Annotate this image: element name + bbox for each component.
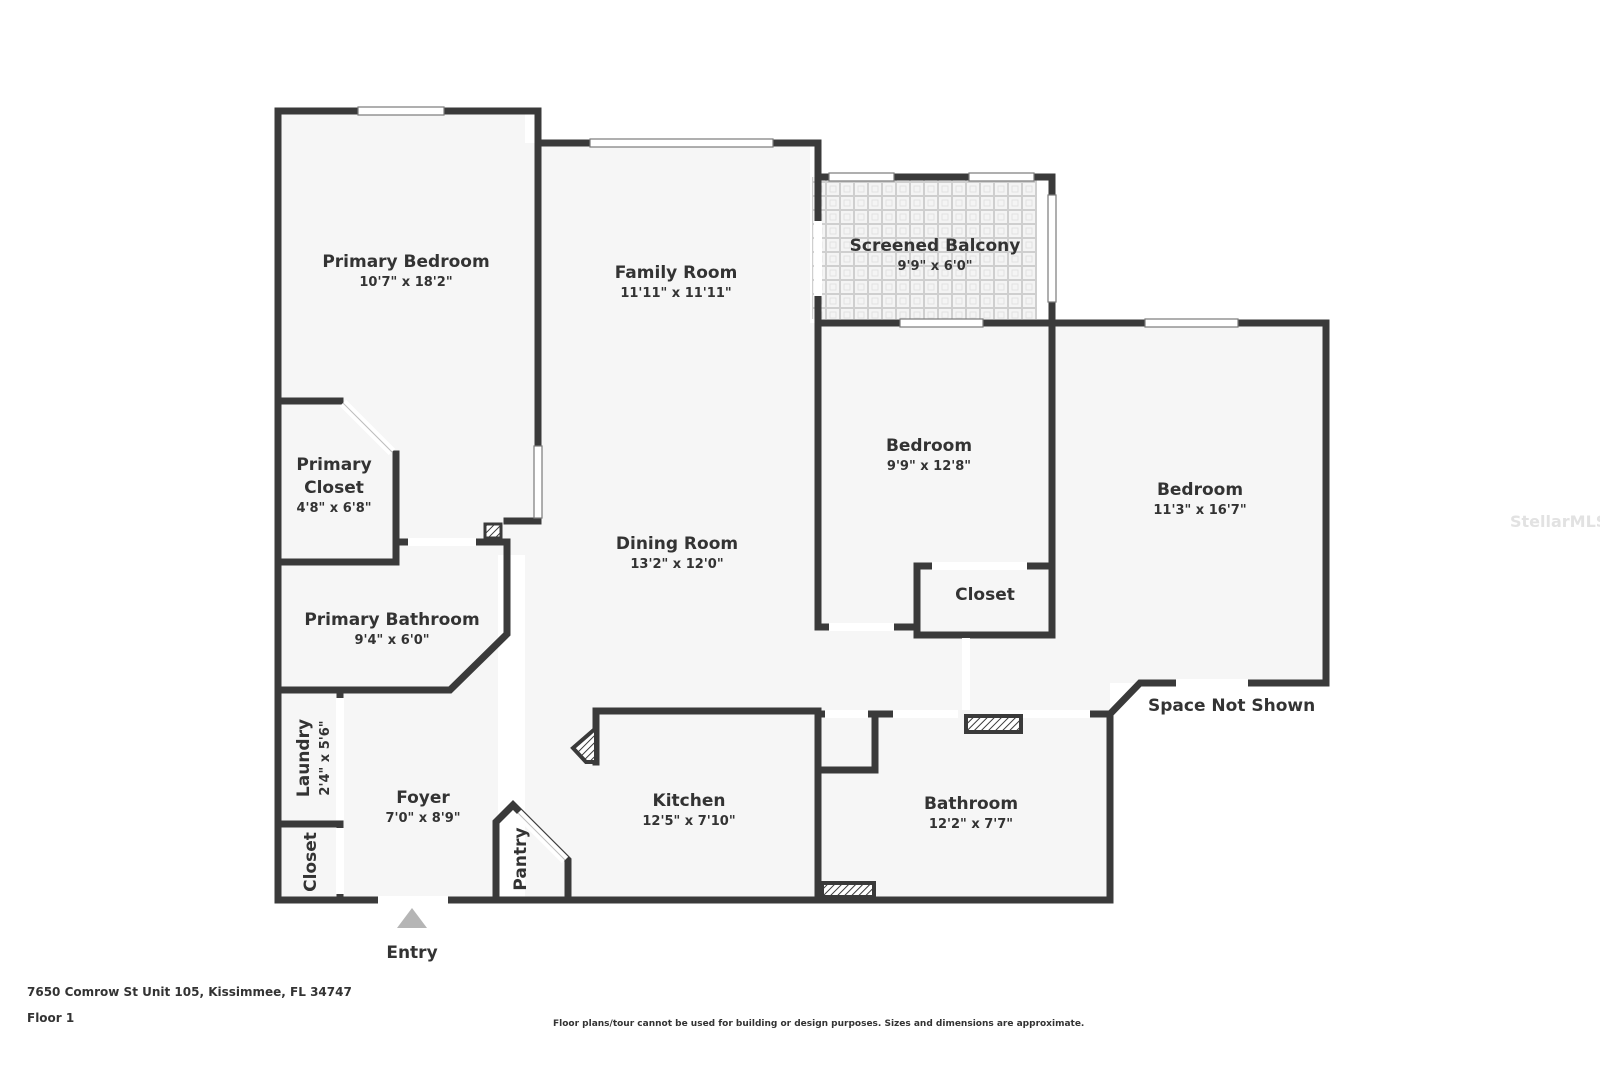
room-bedroom-3: Bedroom 11'3" x 16'7" (1153, 480, 1246, 518)
room-dining-room: Dining Room 13'2" x 12'0" (616, 534, 738, 572)
room-name-line1: Primary (296, 455, 371, 475)
room-name: Dining Room (616, 534, 738, 554)
room-dimensions: 7'0" x 8'9" (385, 811, 460, 826)
room-name: Kitchen (653, 791, 726, 811)
room-name: Primary Bathroom (304, 610, 479, 630)
room-dimensions: 13'2" x 12'0" (630, 557, 723, 572)
room-name: Foyer (396, 788, 450, 808)
room-name: Closet (955, 585, 1015, 605)
room-name-line2: Closet (304, 478, 364, 498)
room-primary-bathroom: Primary Bathroom 9'4" x 6'0" (304, 610, 479, 648)
room-dimensions: 12'2" x 7'7" (929, 817, 1013, 832)
room-name: Laundry (294, 719, 314, 797)
door-openings (336, 221, 1248, 904)
room-pantry: Pantry (511, 827, 531, 890)
hatched-chases (483, 522, 1023, 899)
room-name: Family Room (615, 263, 738, 283)
room-dimensions: 9'9" x 6'0" (897, 259, 972, 274)
balcony-tiles (812, 177, 1037, 319)
room-name: Screened Balcony (850, 236, 1021, 256)
room-name: Primary Bedroom (322, 252, 489, 272)
entry-label: Entry (386, 943, 437, 963)
room-closet-foyer: Closet (301, 832, 321, 892)
room-primary-closet: Primary Closet 4'8" x 6'8" (296, 455, 371, 516)
room-name: Bedroom (1157, 480, 1243, 500)
room-dimensions: 11'3" x 16'7" (1153, 503, 1246, 518)
windows (357, 106, 1239, 519)
room-bedroom-2: Bedroom 9'9" x 12'8" (886, 436, 972, 474)
disclaimer: Floor plans/tour cannot be used for buil… (553, 1019, 1085, 1029)
room-closet-bedroom: Closet (955, 585, 1015, 605)
room-laundry: Laundry 2'4" x 5'6" (294, 719, 333, 797)
room-kitchen: Kitchen 12'5" x 7'10" (642, 791, 735, 829)
address: 7650 Comrow St Unit 105, Kissimmee, FL 3… (27, 985, 352, 999)
room-dimensions: 2'4" x 5'6" (318, 720, 333, 795)
room-name: Closet (301, 832, 321, 892)
room-name: Bathroom (924, 794, 1018, 814)
room-bathroom: Bathroom 12'2" x 7'7" (924, 794, 1018, 832)
room-dimensions: 11'11" x 11'11" (620, 286, 731, 301)
room-dimensions: 9'9" x 12'8" (887, 459, 971, 474)
room-primary-bedroom: Primary Bedroom 10'7" x 18'2" (322, 252, 489, 290)
room-dimensions: 9'4" x 6'0" (354, 633, 429, 648)
room-screened-balcony: Screened Balcony 9'9" x 6'0" (850, 236, 1021, 274)
room-dimensions: 4'8" x 6'8" (296, 501, 371, 516)
floor-label: Floor 1 (27, 1011, 75, 1025)
watermark: StellarMLS (1510, 512, 1600, 531)
entry-arrow-icon (397, 908, 427, 928)
room-dimensions: 10'7" x 18'2" (359, 275, 452, 290)
room-name: Pantry (511, 827, 531, 890)
room-dimensions: 12'5" x 7'10" (642, 814, 735, 829)
room-foyer: Foyer 7'0" x 8'9" (385, 788, 460, 826)
room-name: Bedroom (886, 436, 972, 456)
floor-fills (278, 111, 1327, 900)
space-not-shown-label: Space Not Shown (1148, 696, 1315, 716)
room-family-room: Family Room 11'11" x 11'11" (615, 263, 738, 301)
